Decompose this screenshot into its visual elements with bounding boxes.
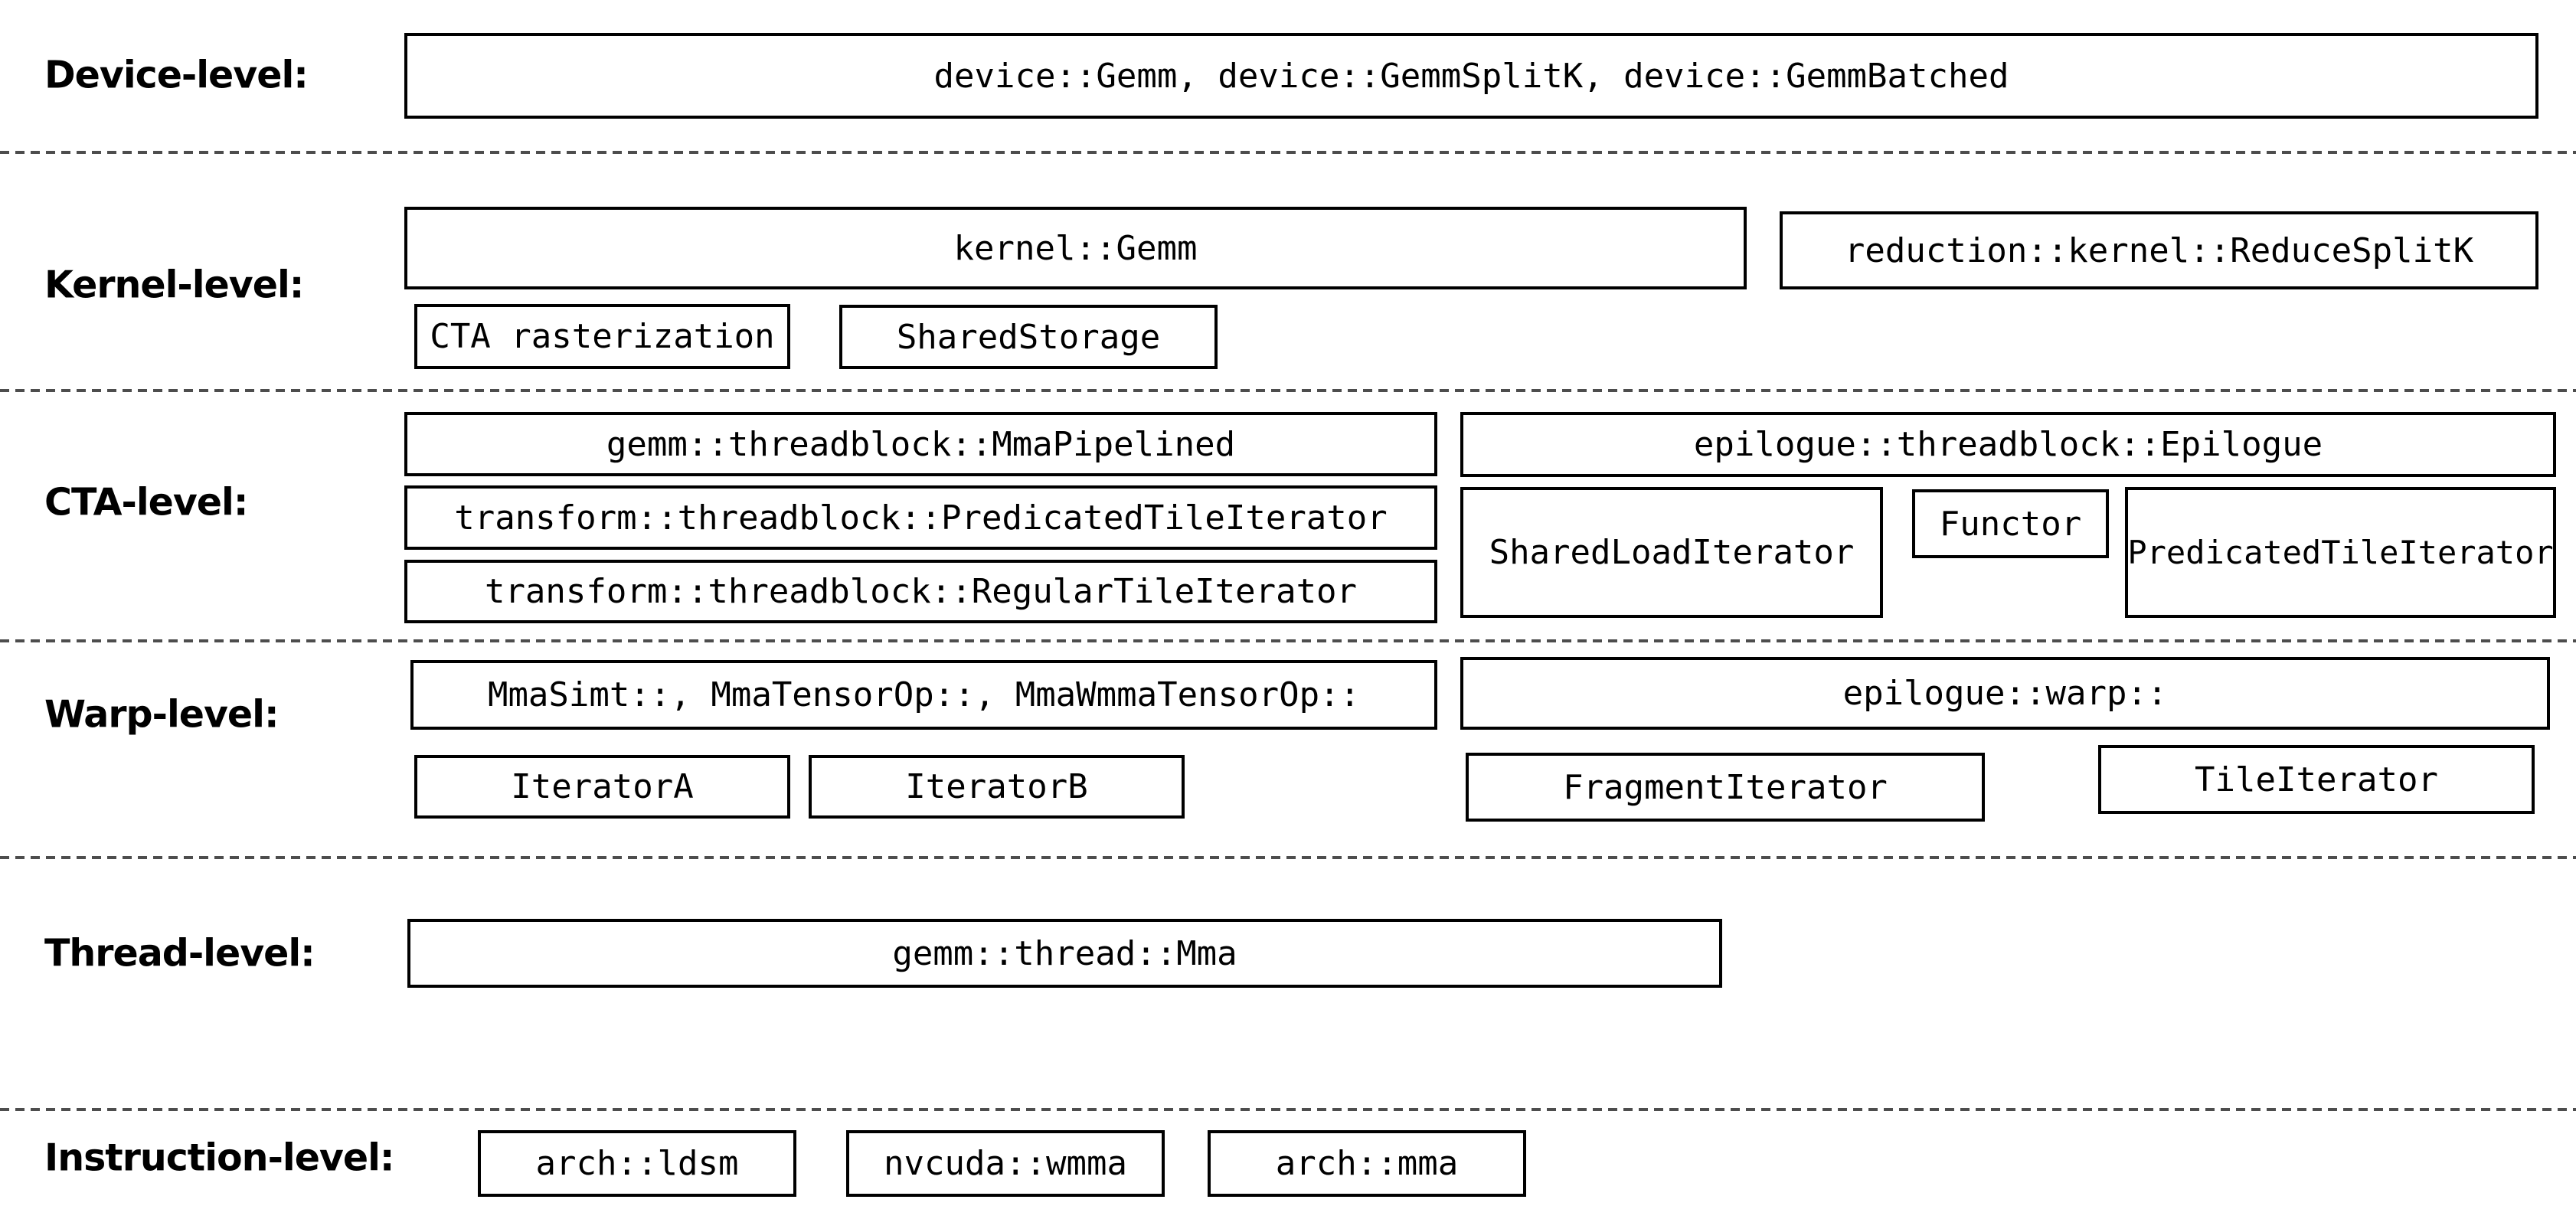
box-arch-mma: arch::mma	[1208, 1130, 1526, 1197]
box-cta-rasterization: CTA rasterization	[414, 304, 790, 369]
box-predicated-tile-iterator: PredicatedTileIterator	[2125, 487, 2556, 618]
box-reduce-splitk: reduction::kernel::ReduceSplitK	[1780, 211, 2538, 289]
box-tile-iterator: TileIterator	[2098, 745, 2535, 814]
level-label-kernel: Kernel-level:	[44, 263, 304, 307]
box-epilogue-warp: epilogue::warp::	[1460, 657, 2550, 730]
separator-line	[0, 389, 2576, 392]
separator-line	[0, 1108, 2576, 1111]
separator-line	[0, 639, 2576, 642]
separator-line	[0, 151, 2576, 154]
level-label-instruction: Instruction-level:	[44, 1136, 394, 1180]
box-kernel-gemm: kernel::Gemm	[404, 207, 1747, 289]
box-iterator-a: IteratorA	[414, 755, 790, 819]
box-mma-warp: MmaSimt::, MmaTensorOp::, MmaWmmaTensorO…	[410, 660, 1437, 730]
box-gemm-thread-mma: gemm::thread::Mma	[407, 919, 1722, 988]
box-transform-regular-tile-iterator: transform::threadblock::RegularTileItera…	[404, 560, 1437, 623]
level-label-warp: Warp-level:	[44, 692, 280, 737]
level-label-thread: Thread-level:	[44, 931, 315, 976]
box-device-gemm: device::Gemm, device::GemmSplitK, device…	[404, 33, 2538, 119]
box-nvcuda-wmma: nvcuda::wmma	[846, 1130, 1165, 1197]
box-epilogue-threadblock: epilogue::threadblock::Epilogue	[1460, 412, 2556, 477]
level-label-device: Device-level:	[44, 53, 309, 97]
level-label-cta: CTA-level:	[44, 480, 248, 525]
box-shared-storage: SharedStorage	[839, 305, 1218, 369]
box-functor: Functor	[1912, 489, 2109, 558]
box-mma-pipelined: gemm::threadblock::MmaPipelined	[404, 412, 1437, 476]
box-fragment-iterator: FragmentIterator	[1466, 753, 1985, 822]
box-shared-load-iterator: SharedLoadIterator	[1460, 487, 1883, 618]
box-transform-predicated-tile-iterator: transform::threadblock::PredicatedTileIt…	[404, 485, 1437, 550]
box-iterator-b: IteratorB	[809, 755, 1185, 819]
separator-line	[0, 856, 2576, 859]
box-arch-ldsm: arch::ldsm	[478, 1130, 796, 1197]
